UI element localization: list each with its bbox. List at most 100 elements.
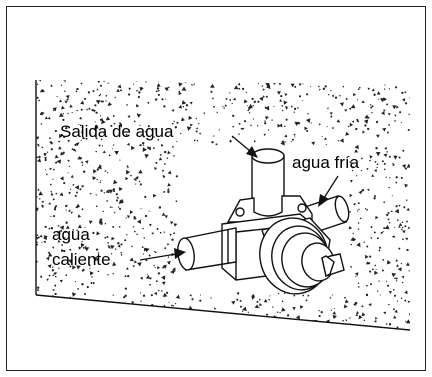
speckle-dot bbox=[386, 260, 392, 265]
speckle-dot bbox=[400, 228, 403, 231]
speckle-dot bbox=[242, 306, 247, 312]
speckle-dot bbox=[100, 138, 103, 141]
speckle-dot bbox=[63, 306, 67, 310]
speckle-dot bbox=[383, 168, 386, 171]
speckle-dot bbox=[334, 96, 338, 99]
speckle-dot bbox=[388, 88, 391, 90]
speckle-dot bbox=[81, 185, 84, 188]
speckle-dot bbox=[405, 102, 408, 105]
speckle-dot bbox=[41, 200, 44, 204]
speckle-dot bbox=[67, 159, 70, 162]
speckle-dot bbox=[125, 176, 129, 181]
speckle-dot bbox=[51, 322, 54, 325]
speckle-dot bbox=[172, 267, 176, 271]
speckle-dot bbox=[345, 98, 348, 100]
speckle-dot bbox=[281, 300, 284, 303]
speckle-dot bbox=[55, 272, 57, 274]
speckle-dot bbox=[88, 107, 91, 110]
speckle-dot bbox=[394, 227, 396, 229]
speckle-dot bbox=[142, 147, 147, 152]
speckle-dot bbox=[59, 133, 63, 139]
speckle-dot bbox=[107, 103, 111, 106]
speckle-dot bbox=[88, 220, 93, 225]
speckle-dot bbox=[408, 226, 410, 230]
speckle-dot bbox=[103, 80, 106, 82]
speckle-dot bbox=[76, 205, 79, 208]
speckle-dot bbox=[278, 123, 283, 128]
speckle-dot bbox=[46, 256, 50, 261]
speckle-dot bbox=[404, 183, 409, 188]
speckle-dot bbox=[117, 206, 120, 208]
speckle-dot bbox=[77, 288, 80, 291]
speckle-dot bbox=[125, 217, 127, 219]
speckle-dot bbox=[167, 190, 170, 194]
speckle-dot bbox=[405, 237, 409, 241]
speckle-dot bbox=[136, 113, 142, 118]
speckle-dot bbox=[283, 80, 285, 82]
speckle-dot bbox=[110, 245, 115, 250]
speckle-dot bbox=[52, 109, 55, 111]
speckle-dot bbox=[94, 104, 97, 107]
speckle-dot bbox=[186, 314, 190, 317]
speckle-dot bbox=[173, 270, 176, 272]
speckle-dot bbox=[248, 112, 251, 114]
speckle-dot bbox=[263, 80, 267, 82]
speckle-dot bbox=[135, 103, 140, 108]
speckle-dot bbox=[133, 216, 136, 219]
speckle-dot bbox=[48, 252, 53, 257]
speckle-dot bbox=[54, 206, 57, 209]
speckle-dot bbox=[72, 292, 77, 297]
speckle-dot bbox=[129, 257, 134, 262]
speckle-dot bbox=[240, 305, 242, 308]
speckle-dot bbox=[162, 169, 164, 172]
speckle-dot bbox=[276, 311, 279, 313]
speckle-dot bbox=[271, 119, 273, 121]
speckle-dot bbox=[131, 245, 133, 248]
speckle-dot bbox=[75, 309, 80, 314]
speckle-dot bbox=[145, 247, 150, 253]
speckle-dot bbox=[47, 310, 50, 313]
speckle-dot bbox=[117, 84, 122, 89]
speckle-dot bbox=[49, 141, 52, 144]
speckle-dot bbox=[330, 115, 333, 118]
speckle-dot bbox=[371, 104, 374, 108]
speckle-dot bbox=[402, 226, 404, 229]
speckle-dot bbox=[149, 283, 151, 286]
speckle-dot bbox=[161, 80, 164, 82]
speckle-dot bbox=[55, 161, 57, 164]
speckle-dot bbox=[43, 240, 46, 244]
speckle-dot bbox=[99, 93, 102, 96]
speckle-dot bbox=[281, 307, 286, 312]
speckle-dot bbox=[37, 189, 40, 191]
speckle-dot bbox=[81, 208, 84, 211]
speckle-dot bbox=[95, 100, 101, 105]
speckle-dot bbox=[159, 231, 162, 234]
speckle-dot bbox=[355, 313, 359, 317]
speckle-dot bbox=[139, 124, 141, 127]
speckle-dot bbox=[81, 269, 84, 272]
speckle-dot bbox=[206, 315, 211, 320]
speckle-dot bbox=[324, 85, 327, 88]
speckle-dot bbox=[48, 202, 51, 205]
speckle-dot bbox=[145, 274, 151, 279]
speckle-dot bbox=[357, 88, 360, 91]
speckle-dot bbox=[353, 202, 356, 206]
speckle-dot bbox=[402, 281, 404, 284]
speckle-dot bbox=[374, 169, 377, 173]
speckle-dot bbox=[249, 318, 255, 322]
speckle-dot bbox=[361, 312, 366, 317]
speckle-dot bbox=[46, 173, 48, 176]
speckle-dot bbox=[102, 210, 104, 213]
speckle-dot bbox=[224, 104, 227, 107]
speckle-dot bbox=[356, 242, 361, 248]
speckle-dot bbox=[103, 191, 105, 194]
speckle-dot bbox=[332, 314, 337, 320]
speckle-dot bbox=[96, 231, 101, 236]
speckle-dot bbox=[36, 96, 39, 99]
speckle-dot bbox=[181, 100, 187, 105]
speckle-dot bbox=[100, 180, 102, 182]
speckle-dot bbox=[94, 136, 97, 138]
speckle-dot bbox=[128, 93, 131, 96]
speckle-dot bbox=[293, 107, 297, 111]
speckle-dot bbox=[86, 108, 88, 111]
